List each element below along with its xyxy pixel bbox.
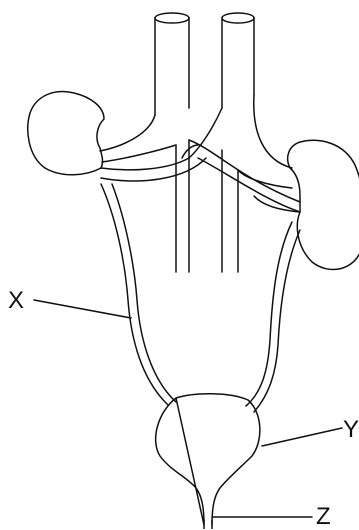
label-z: Z bbox=[316, 505, 331, 529]
left-kidney bbox=[28, 92, 104, 175]
leader-line-y bbox=[262, 428, 342, 446]
left-ureter bbox=[101, 184, 176, 405]
left-renal-vessels bbox=[100, 108, 222, 181]
bladder bbox=[156, 394, 260, 525]
urethra bbox=[204, 520, 212, 529]
right-renal-vessels bbox=[182, 95, 300, 212]
leader-line-x bbox=[34, 300, 131, 318]
vena-cava bbox=[222, 13, 254, 272]
label-x: X bbox=[8, 289, 24, 313]
aorta bbox=[155, 13, 189, 272]
right-kidney bbox=[288, 140, 359, 269]
label-y: Y bbox=[343, 418, 359, 442]
right-ureter bbox=[246, 222, 300, 412]
